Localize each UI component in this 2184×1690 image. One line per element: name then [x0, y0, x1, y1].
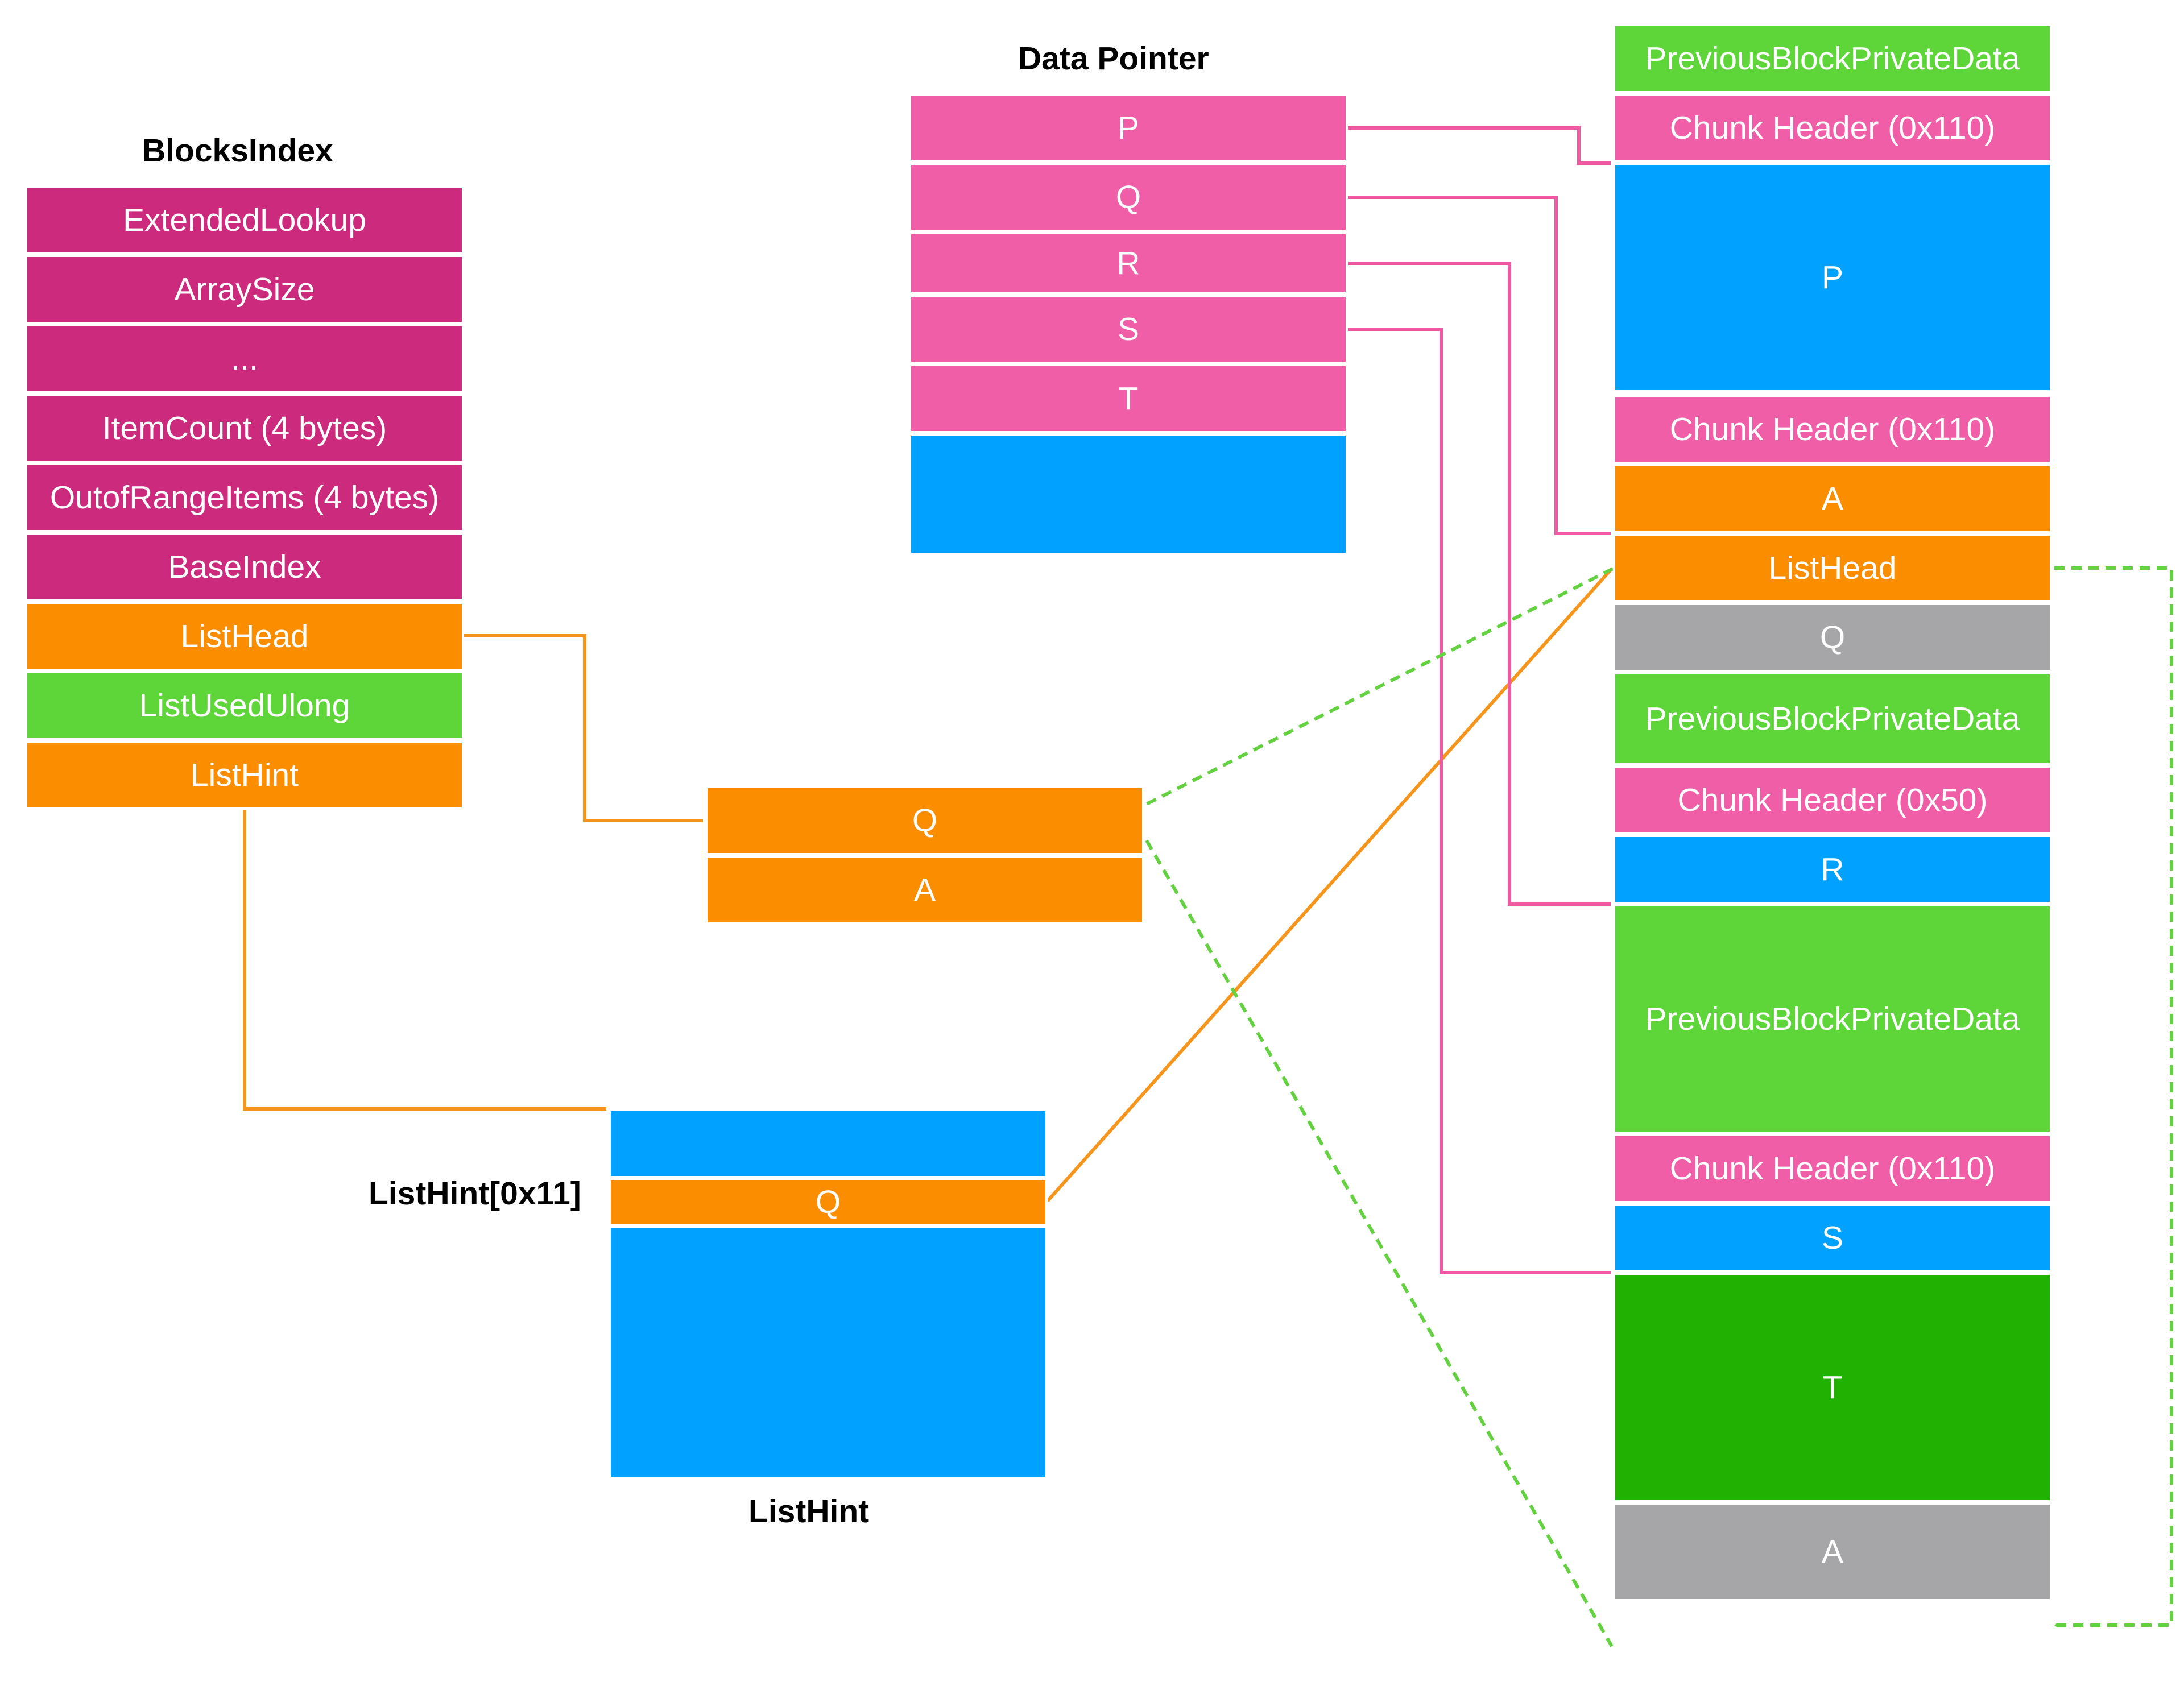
- heap-row-11: R: [1613, 835, 2052, 904]
- blocks-index-row-8: ListUsedUlong: [25, 671, 464, 740]
- node-to-a-link: [1145, 567, 1614, 806]
- blocks-index-row-5: OutofRangeItems (4 bytes): [25, 463, 464, 532]
- blocks-index-row-3: ...: [25, 324, 464, 393]
- heap-row-7: ListHead: [1613, 533, 2052, 603]
- heap-row-2: Chunk Header (0x110): [1613, 93, 2052, 163]
- pointer-r-arrow: [1348, 262, 1611, 906]
- blocks-index-row-1: ExtendedLookup: [25, 185, 464, 255]
- data-pointer-row-4: S: [909, 295, 1348, 364]
- heap-row-3: P: [1613, 163, 2052, 392]
- blocks-index-title: BlocksIndex: [142, 132, 333, 169]
- heap-row-1: PreviousBlockPrivateData: [1613, 24, 2052, 93]
- list-hint-entry-label: ListHint[0x11]: [369, 1175, 581, 1212]
- listhint-arrow: [243, 810, 607, 1111]
- pointer-p-arrow: [1348, 126, 1611, 165]
- node-to-free-a-link: [1145, 839, 1614, 1647]
- heap-row-5: Chunk Header (0x110): [1613, 395, 2052, 464]
- list-hint-array-row-3: [609, 1226, 1048, 1480]
- blocks-index-row-9: ListHint: [25, 740, 464, 810]
- data-pointer-row-6: [909, 433, 1348, 555]
- blocks-index-row-7: ListHead: [25, 602, 464, 671]
- data-pointer-row-1: P: [909, 93, 1348, 163]
- data-pointer-row-5: T: [909, 364, 1348, 433]
- blocks-index-row-2: ArraySize: [25, 255, 464, 324]
- heap-row-10: Chunk Header (0x50): [1613, 765, 2052, 835]
- heap-row-13: Chunk Header (0x110): [1613, 1134, 2052, 1203]
- heap-row-14: S: [1613, 1203, 2052, 1273]
- heap-row-16: A: [1613, 1502, 2052, 1601]
- heap-row-9: PreviousBlockPrivateData: [1613, 672, 2052, 765]
- listhead-arrow: [464, 634, 704, 822]
- blocks-index-row-4: ItemCount (4 bytes): [25, 393, 464, 463]
- data-pointer-row-2: Q: [909, 163, 1348, 232]
- list-head-node-row-1: Q: [705, 786, 1144, 855]
- heap-row-8: Q: [1613, 603, 2052, 672]
- blocks-index-row-6: BaseIndex: [25, 532, 464, 602]
- a-to-free-a-link: [2054, 566, 2173, 1627]
- pointer-q-arrow: [1348, 196, 1611, 535]
- heap-row-6: A: [1613, 464, 2052, 533]
- heap-row-12: PreviousBlockPrivateData: [1613, 904, 2052, 1134]
- data-pointer-title: Data Pointer: [1018, 40, 1209, 77]
- list-head-node-row-2: A: [705, 855, 1144, 925]
- heap-row-15: T: [1613, 1273, 2052, 1502]
- pointer-s-arrow: [1348, 328, 1611, 1274]
- list-hint-array-row-1: [609, 1109, 1048, 1178]
- data-pointer-row-3: R: [909, 232, 1348, 295]
- list-hint-title: ListHint: [748, 1493, 870, 1530]
- list-hint-array-row-2: Q: [609, 1178, 1048, 1226]
